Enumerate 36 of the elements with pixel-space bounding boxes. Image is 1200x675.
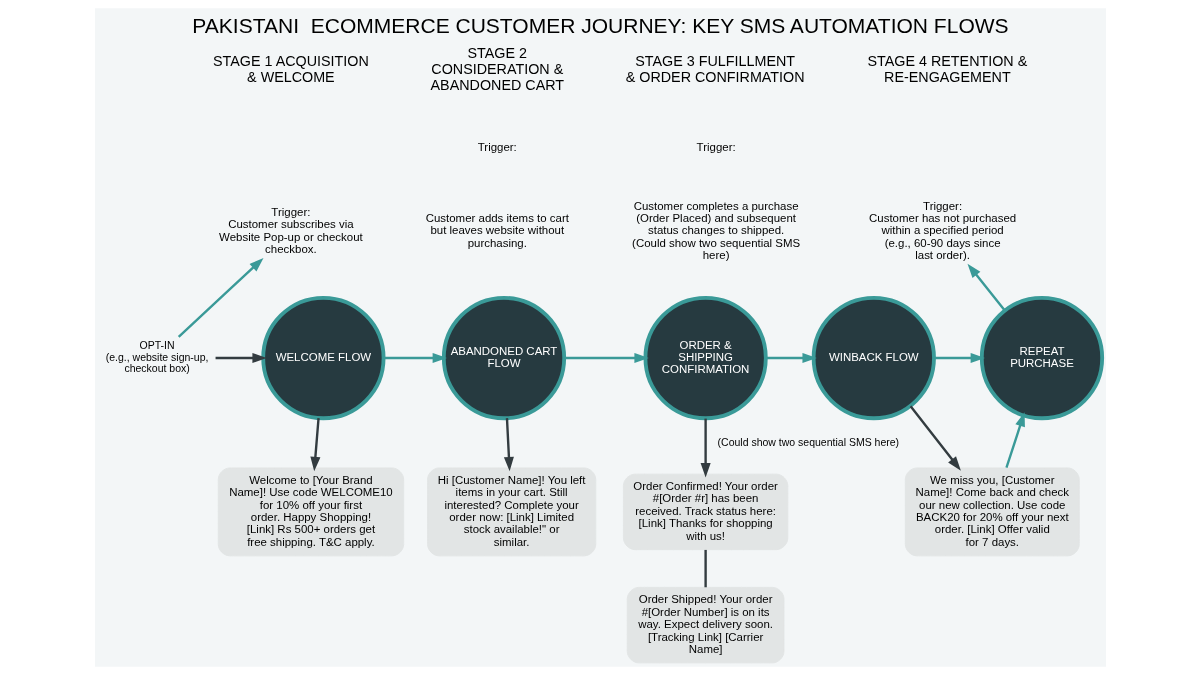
arrow	[503, 418, 514, 472]
node-circle: WINBACK FLOW	[811, 295, 936, 421]
label: STAGE 2 CONSIDERATION & ABANDONED CART	[430, 44, 564, 94]
node-box: Order Shipped! Your order #[Order Number] is on its way. Expect delivery soon. [Tracking Link] [Carrier Name]	[626, 586, 784, 664]
label: STAGE 3 FULFILLMENT & ORDER CONFIRMATION	[625, 53, 805, 86]
node-box: Hi [Customer Name]! You left items in your cart. Still interested? Complete your order now: [Link] Limited stock available!" or similar.	[426, 467, 596, 557]
edge-label: (Could show two sequential SMS here)	[717, 435, 899, 448]
arrow	[309, 418, 320, 472]
label: Trigger:	[477, 140, 517, 153]
label: STAGE 1 ACQUISITION & WELCOME	[212, 53, 369, 86]
arrow	[1004, 412, 1025, 468]
node-text: Trigger: Customer subscribes via Website Pop-up or checkout checkbox.	[218, 205, 363, 256]
arrow	[933, 353, 985, 364]
node-box: Order Confirmed! Your order #[Order #r] has been received. Track status here: [Link] Thanks for shopping with us!	[622, 473, 788, 551]
connector	[703, 549, 707, 588]
arrow	[563, 353, 649, 364]
label: Customer adds items to cart but leaves website without purchasing.	[425, 211, 569, 249]
node-box: We miss you, [Customer Name]! Come back and check our new collection. Use code BACK20 for 20% off your next order. [Link] Offer valid for 7 days.	[904, 467, 1080, 557]
node-box: Welcome to [Your Brand Name]! Use code WELCOME10 for 10% off your first order. Happy Shopping! [Link] Rs 500+ orders get free shipping. T&C apply.	[217, 467, 404, 557]
arrow	[215, 353, 267, 364]
node-circle: WELCOME FLOW	[260, 295, 385, 421]
node-circle: ORDER & SHIPPING CONFIRMATION	[643, 295, 768, 421]
arrow	[700, 418, 711, 478]
label: STAGE 4 RETENTION & RE-ENGAGEMENT	[866, 53, 1027, 86]
label: Trigger:	[696, 140, 736, 153]
arrow	[765, 353, 817, 364]
arrow	[383, 353, 447, 364]
arrow	[909, 405, 961, 471]
node-circle: ABANDONED CART FLOW	[441, 295, 566, 421]
label: Customer completes a purchase (Order Placed) and subsequent status changes to shipped. (Could show two sequential SMS here)	[631, 199, 800, 262]
node-circle: REPEAT PURCHASE	[979, 295, 1104, 421]
node-text: OPT-IN (e.g., website sign-up, checkout box)	[105, 339, 208, 375]
diagram-title: PAKISTANI ECOMMERCE CUSTOMER JOURNEY: KEY SMS AUTOMATION FLOWS	[191, 13, 1009, 37]
arrow	[967, 263, 1006, 312]
node-text: Trigger: Customer has not purchased within a specified period (e.g., 60-90 days since last order).	[868, 199, 1016, 262]
arrow	[177, 257, 263, 338]
